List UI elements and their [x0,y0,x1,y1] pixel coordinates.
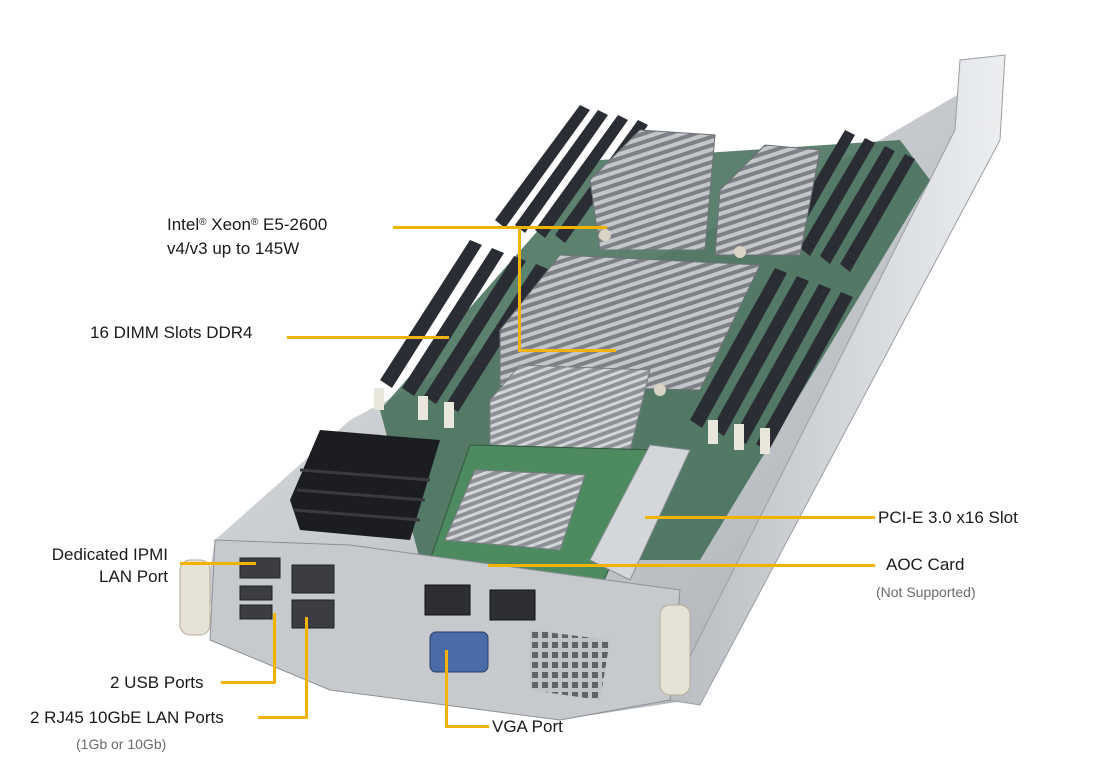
pcie-label: PCI-E 3.0 x16 Slot [878,508,1018,527]
vga-label: VGA Port [492,717,563,736]
rj45-note: (1Gb or 10Gb) [76,736,167,752]
aoc-note: (Not Supported) [876,584,976,600]
rear-io-panel [179,539,691,721]
pcie-riser [589,444,691,581]
cpu-leader-h2 [518,349,616,352]
cpu-leader-h [393,226,607,229]
dimm-leader [287,336,449,339]
ipmi-leader [180,562,256,565]
pcie-leader [645,516,875,519]
usb-label: 2 USB Ports [110,673,204,692]
chipset-heatsink [489,364,651,451]
rj45-leader-v [305,617,308,719]
ipmi-label-line2: LAN Port [99,567,168,586]
usb-leader-v [273,613,276,684]
battery-pack [290,430,440,540]
ipmi-label-line1: Dedicated IPMI [51,545,168,564]
vga-leader-h [445,725,489,728]
rj45-label: 2 RJ45 10GbE LAN Ports [30,708,224,727]
cpu-label-line2: v4/v3 up to 145W [167,239,300,258]
aoc-leader [488,564,875,567]
cpu-label: Intel® Xeon® E5-2600 [167,215,328,234]
rj45-leader-h [258,716,308,719]
cpu-leader-v [518,226,521,351]
cpu-heatsinks [499,129,821,396]
dimm-bank-left [374,105,648,428]
usb-leader-h [221,681,276,684]
dimm-label: 16 DIMM Slots DDR4 [90,323,253,342]
vga-leader-v [445,650,448,728]
aoc-label: AOC Card [886,555,965,574]
